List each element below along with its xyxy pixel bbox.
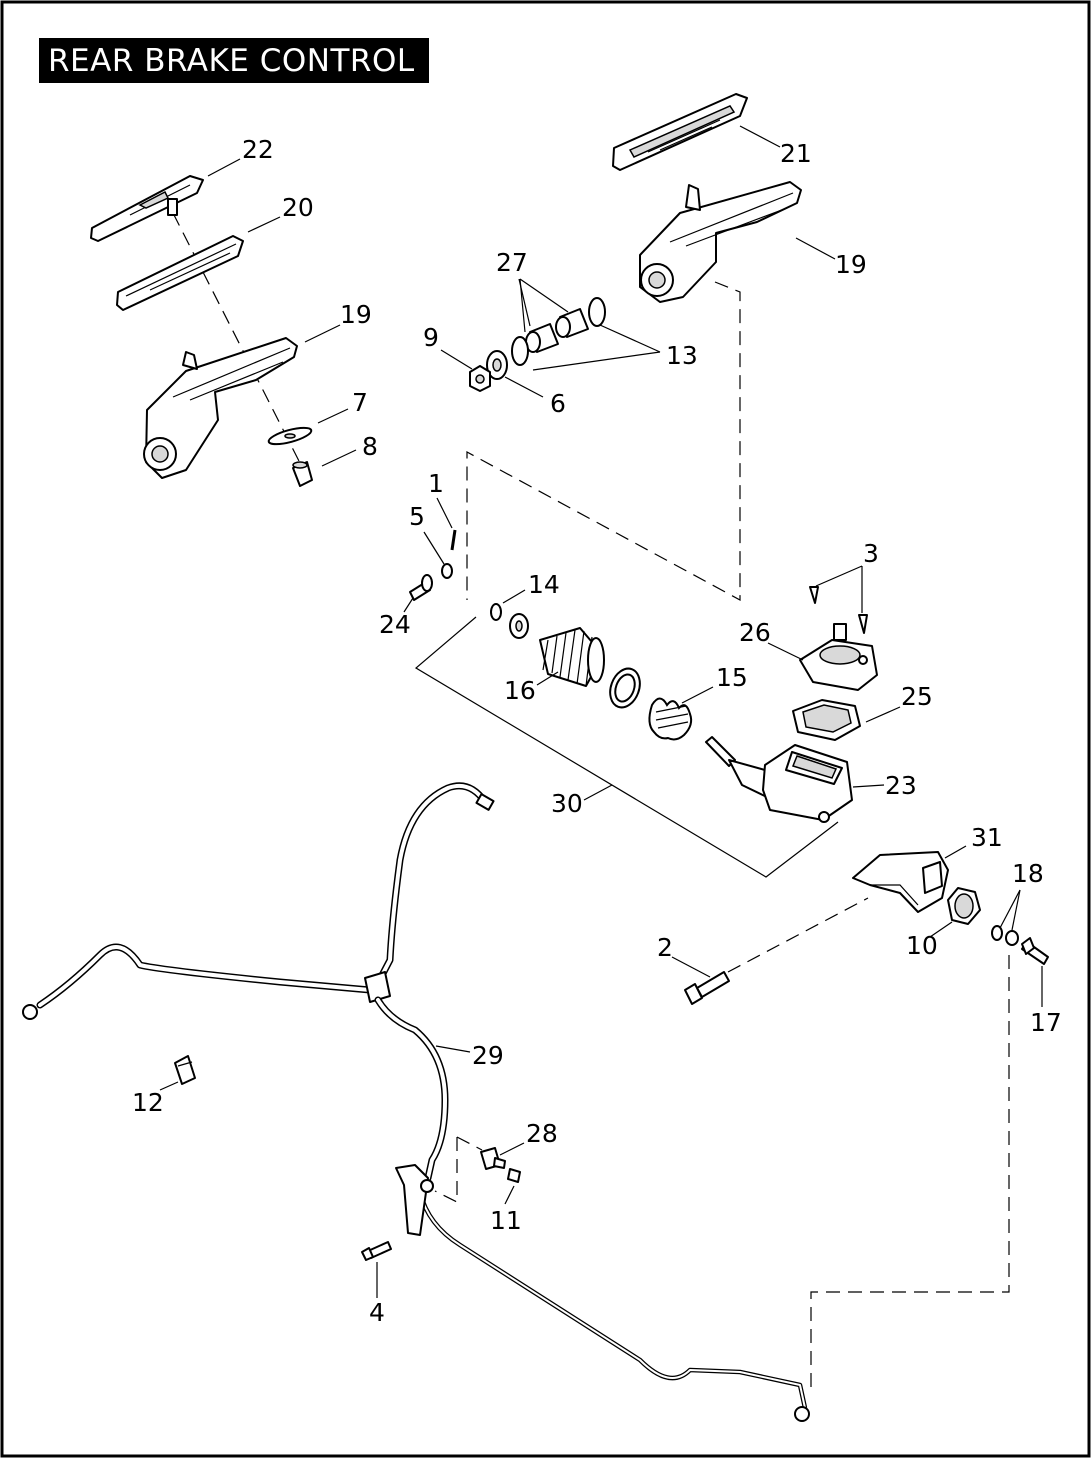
callout-3: 3 bbox=[863, 539, 879, 568]
part-15-spring bbox=[648, 697, 693, 741]
callout-labels: 22 20 19 7 8 21 19 27 9 13 6 1 5 14 24 3… bbox=[132, 135, 1062, 1327]
callout-14: 14 bbox=[528, 570, 560, 599]
callout-2: 2 bbox=[657, 933, 673, 962]
callout-13: 13 bbox=[666, 341, 698, 370]
part-29-hose-left bbox=[22, 943, 374, 1020]
part-21-pad bbox=[612, 93, 748, 171]
part-8-nut bbox=[292, 461, 313, 487]
callout-31: 31 bbox=[971, 823, 1003, 852]
callout-6: 6 bbox=[550, 389, 566, 418]
part-22-pad bbox=[90, 175, 204, 242]
part-14-washer bbox=[509, 613, 529, 639]
callout-29: 29 bbox=[472, 1041, 504, 1070]
callout-22: 22 bbox=[242, 135, 274, 164]
callout-8: 8 bbox=[362, 432, 378, 461]
part-12-clip bbox=[174, 1055, 196, 1085]
part-18-washers bbox=[991, 925, 1019, 946]
callout-23: 23 bbox=[885, 771, 917, 800]
part-25-gasket bbox=[792, 699, 861, 741]
title-block: REAR BRAKE CONTROL bbox=[39, 38, 429, 83]
part-10-nut bbox=[947, 887, 981, 925]
callout-16: 16 bbox=[504, 676, 536, 705]
part-17-bolt bbox=[1021, 937, 1049, 965]
leader-lines bbox=[159, 125, 1043, 1298]
callout-21: 21 bbox=[780, 139, 812, 168]
part-24-clevis-pin bbox=[409, 574, 433, 601]
callout-17: 17 bbox=[1030, 1008, 1062, 1037]
part-27-bushings bbox=[525, 308, 589, 353]
callout-28: 28 bbox=[526, 1119, 558, 1148]
callout-24: 24 bbox=[379, 610, 411, 639]
part-7-washer bbox=[267, 426, 313, 446]
callout-1: 1 bbox=[428, 469, 444, 498]
part-19-right-footboard bbox=[639, 181, 802, 303]
part-29-tee-fitting bbox=[364, 971, 391, 1003]
part-29-hose-upper bbox=[374, 782, 495, 987]
part-11-connector bbox=[507, 1168, 521, 1183]
part-5-washer bbox=[441, 563, 453, 579]
part-26-cover bbox=[799, 623, 878, 691]
callout-9: 9 bbox=[423, 323, 439, 352]
callout-26: 26 bbox=[739, 618, 771, 647]
part-23-master-cylinder bbox=[705, 736, 853, 823]
callout-15: 15 bbox=[716, 663, 748, 692]
callout-10: 10 bbox=[906, 931, 938, 960]
callout-19-left: 19 bbox=[340, 300, 372, 329]
callout-7: 7 bbox=[352, 388, 368, 417]
part-29-hose-lower bbox=[374, 996, 449, 1182]
part-14-clip bbox=[490, 603, 502, 621]
part-1-cotter-pin bbox=[450, 529, 457, 551]
callout-30: 30 bbox=[551, 789, 583, 818]
assembly-lines bbox=[172, 212, 1010, 1395]
callout-4: 4 bbox=[369, 1298, 385, 1327]
part-16-boot bbox=[539, 627, 605, 687]
part-6-washer bbox=[486, 350, 508, 380]
diagram-title: REAR BRAKE CONTROL bbox=[48, 43, 415, 79]
part-19-left-footboard bbox=[143, 337, 298, 479]
part-13-orings bbox=[511, 297, 606, 366]
callout-27: 27 bbox=[496, 248, 528, 277]
part-4-screw bbox=[361, 1241, 392, 1261]
part-31-bracket bbox=[852, 851, 949, 913]
callout-12: 12 bbox=[132, 1088, 164, 1117]
rear-brake-line bbox=[417, 1191, 810, 1422]
part-20-pad bbox=[116, 235, 244, 311]
hose-bracket bbox=[395, 1164, 434, 1236]
part-3-screws bbox=[809, 586, 868, 634]
part-28-switch bbox=[480, 1147, 506, 1170]
part-16-seal bbox=[609, 667, 641, 709]
callout-5: 5 bbox=[409, 502, 425, 531]
callout-11: 11 bbox=[490, 1206, 522, 1235]
callout-20: 20 bbox=[282, 193, 314, 222]
part-9-nut bbox=[469, 365, 491, 392]
part-2-bolt bbox=[684, 971, 730, 1005]
callout-25: 25 bbox=[901, 682, 933, 711]
callout-19-right: 19 bbox=[835, 250, 867, 279]
callout-18: 18 bbox=[1012, 859, 1044, 888]
